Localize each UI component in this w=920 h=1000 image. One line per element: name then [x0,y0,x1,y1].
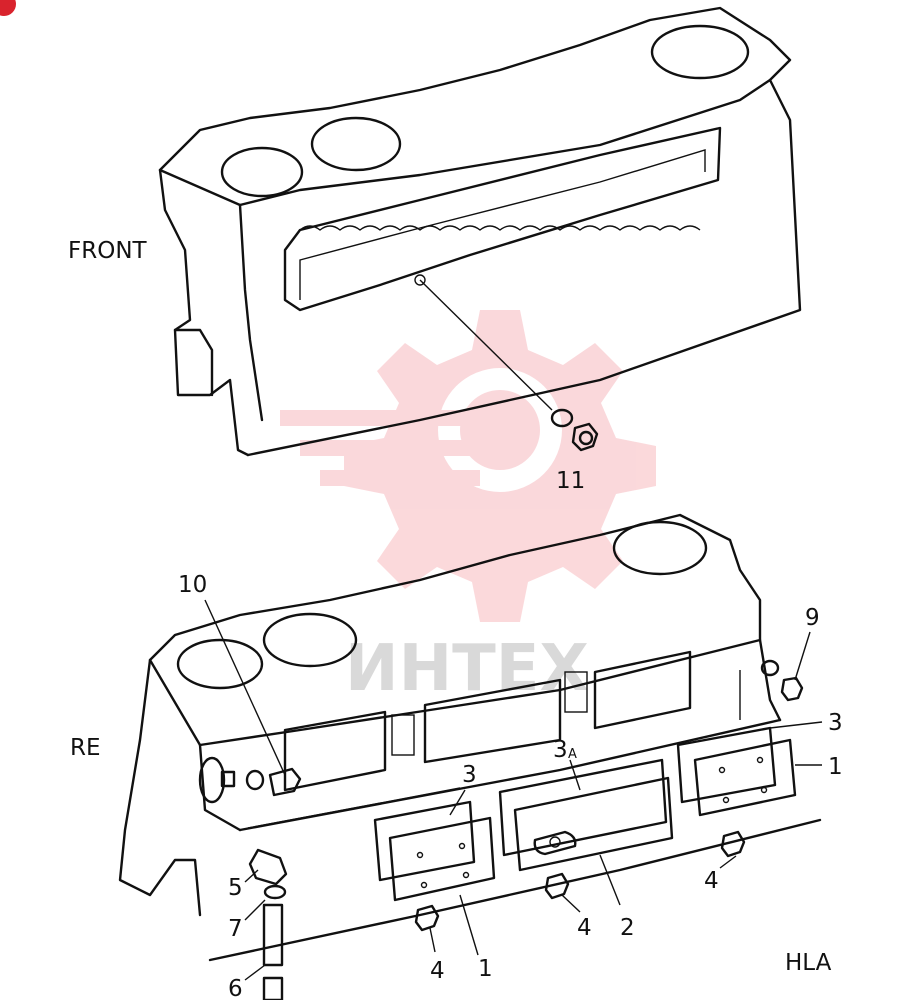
callout-4-right: 4 [704,868,719,894]
callout-3a-sub: A [568,747,577,762]
watermark-gear-icon [280,310,656,622]
callout-4-left: 4 [430,958,445,984]
callout-3a: 3 [553,737,568,763]
watermark-text: ИНТЕХ [345,632,589,706]
parts-5-7-6 [244,848,288,1000]
callout-3-right: 3 [828,710,843,736]
callout-7: 7 [228,916,243,942]
label-front: FRONT [68,238,148,264]
callout-1-right: 1 [828,754,843,780]
corner-badge [0,0,16,16]
label-rear: RE [70,735,101,761]
callout-6: 6 [228,976,243,1000]
label-code: HLA [785,950,832,976]
upper-engine-block [158,6,802,457]
part-9-plug [760,631,811,702]
callout-5: 5 [228,875,243,901]
callout-2: 2 [620,915,635,941]
callout-9: 9 [805,605,820,631]
callout-3-left: 3 [462,762,477,788]
callout-4-mid: 4 [577,915,592,941]
part-11-plug [550,408,599,452]
callout-1-bottom: 1 [478,956,493,982]
cover-plate-right [676,721,823,817]
cover-plate-middle [498,758,674,906]
callout-10: 10 [178,572,207,598]
callout-11: 11 [556,468,585,494]
lower-engine-block [118,513,822,962]
bolts-part-4 [414,830,746,953]
cover-plate-left [373,789,496,956]
part-10-sensor [204,599,302,797]
